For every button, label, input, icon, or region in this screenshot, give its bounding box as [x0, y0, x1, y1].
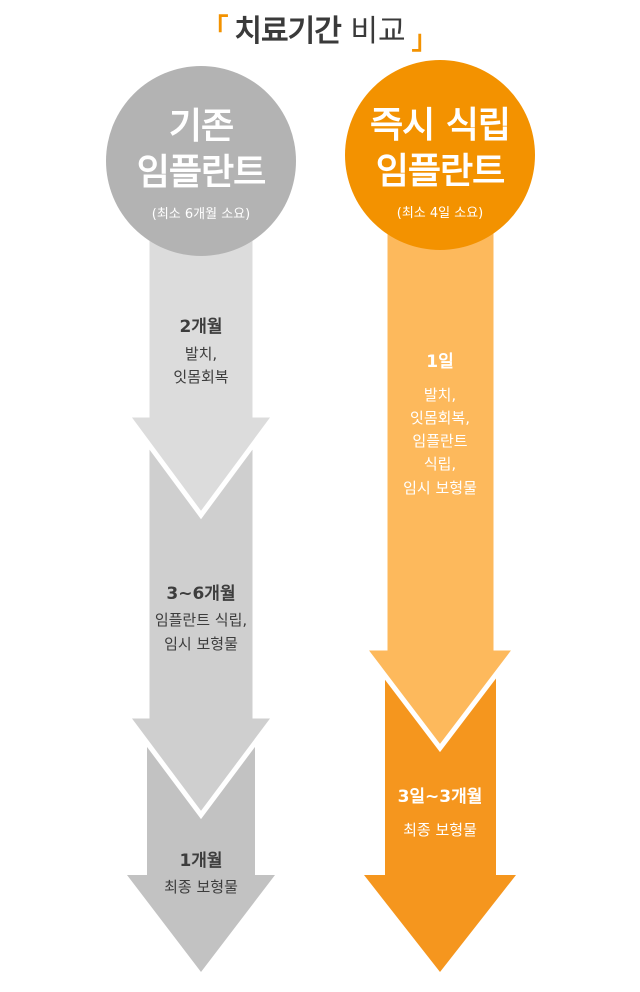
left-stage-2-duration: 3~6개월: [166, 584, 236, 604]
right-circle: [345, 60, 535, 250]
right-stage-1-duration: 1일: [426, 352, 454, 372]
right-stage-arrow-2: [364, 668, 516, 972]
right-stage-1-line3: 임플란트: [412, 432, 468, 450]
left-stage-3-duration: 1개월: [179, 851, 223, 871]
left-stage-1-line2: 잇몸회복: [173, 368, 229, 386]
right-stage-2-duration: 3일~3개월: [397, 787, 483, 807]
left-stage-arrow-2: [122, 437, 280, 820]
left-stage-2-line2: 임시 보형물: [164, 635, 238, 653]
right-circle-subtitle: (최소 4일 소요): [396, 206, 484, 221]
left-circle: [106, 66, 296, 256]
right-stage-1-line2: 잇몸회복,: [410, 409, 470, 427]
left-stage-1-duration: 2개월: [179, 317, 223, 337]
left-circle-subtitle: (최소 6개월 소요): [151, 207, 251, 222]
left-stage-arrow-3: [127, 740, 275, 972]
right-stage-1-line1: 발치,: [423, 386, 457, 404]
diagram-title: 「치료기간 비교」: [0, 6, 640, 56]
left-stage-3-line1: 최종 보형물: [164, 878, 238, 896]
right-stage-arrow-1: [358, 217, 522, 753]
left-stage-2-line1: 임플란트 식립,: [154, 611, 248, 629]
left-stage-1-line1: 발치,: [184, 345, 218, 363]
right-circle-title-line2: 임플란트: [375, 151, 505, 192]
right-stage-1-line4: 식립,: [423, 455, 457, 473]
right-stage-2-line1: 최종 보형물: [403, 821, 477, 839]
left-circle-title-line2: 임플란트: [136, 152, 266, 193]
title-bold: 치료기간: [234, 14, 341, 49]
title-light: 비교: [350, 14, 406, 49]
right-stage-1-line5: 임시 보형물: [403, 479, 477, 497]
left-stage-arrow-1: [122, 217, 280, 520]
title-bracket-left: 「: [202, 14, 229, 44]
left-circle-title-line1: 기존: [168, 106, 234, 147]
title-bracket-right: 」: [411, 26, 438, 56]
right-circle-title-line1: 즉시 식립: [369, 105, 511, 146]
